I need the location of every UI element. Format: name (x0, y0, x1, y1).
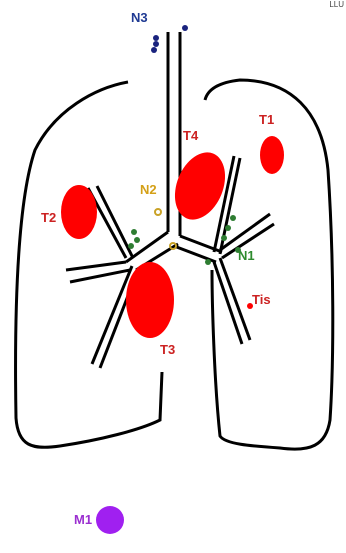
label-t2: T2 (41, 210, 56, 225)
corner-text: LLU (329, 0, 344, 9)
label-n1: N1 (238, 248, 255, 263)
n2-nodes (155, 209, 176, 249)
label-n3: N3 (131, 10, 148, 25)
right-lung-outline (16, 82, 162, 447)
m1-metastasis (96, 506, 124, 534)
tumor-t4 (166, 145, 235, 227)
tumor-t1 (260, 136, 284, 174)
tumor-t2 (61, 185, 97, 239)
label-n2: N2 (140, 182, 157, 197)
label-t3: T3 (160, 342, 175, 357)
label-m1: M1 (74, 512, 92, 527)
label-t4: T4 (183, 128, 199, 143)
label-tis: Tis (252, 292, 271, 307)
left-lung-outline (205, 80, 333, 449)
tumor-t3 (126, 262, 174, 338)
label-t1: T1 (259, 112, 274, 127)
